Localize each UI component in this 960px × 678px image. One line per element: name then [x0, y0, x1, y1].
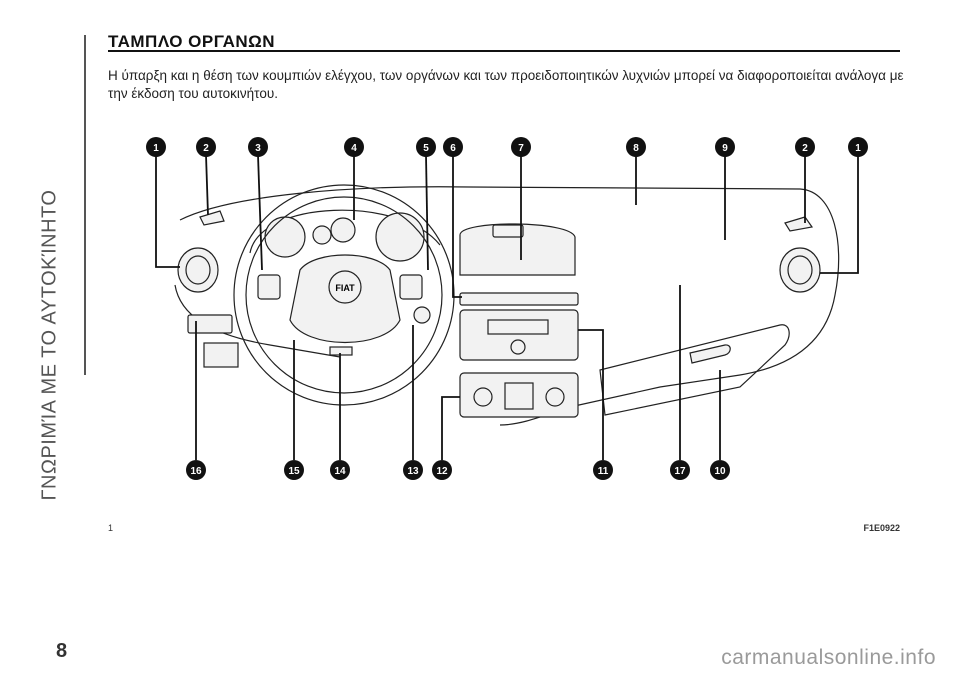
glovebox [599, 324, 790, 416]
svg-text:12: 12 [436, 466, 448, 477]
section-intro: Η ύπαρξη και η θέση των κουμπιών ελέγχου… [108, 68, 904, 101]
callout-14: 14 [330, 460, 350, 480]
svg-text:2: 2 [203, 143, 209, 154]
callout-2-right: 2 [795, 137, 815, 157]
callout-10: 10 [710, 460, 730, 480]
climate-control-panel [459, 372, 579, 418]
watermark: carmanualsonline.info [721, 646, 936, 669]
svg-text:11: 11 [598, 466, 609, 477]
left-switch-panel [187, 314, 233, 334]
svg-text:7: 7 [518, 143, 524, 154]
callout-2-left: 2 [196, 137, 216, 157]
callout-11: 11 [593, 460, 613, 480]
callout-9: 9 [715, 137, 735, 157]
climate-center-display [504, 382, 534, 410]
left-air-vent-inner [185, 255, 211, 285]
ignition-switch [413, 306, 431, 324]
svg-text:4: 4 [351, 143, 357, 154]
center-gauge [330, 217, 356, 243]
radio-knob [510, 339, 526, 355]
horn-pad [329, 346, 353, 356]
svg-text:16: 16 [190, 466, 202, 477]
left-side-vent [199, 210, 225, 226]
svg-text:1: 1 [153, 143, 159, 154]
dashboard-figure: FIAT 1 2 3 4 5 [146, 137, 868, 480]
heading-divider [108, 50, 900, 52]
right-wheel-controls [399, 274, 423, 300]
callout-leaders [155, 154, 859, 460]
callout-4: 4 [344, 137, 364, 157]
rev-counter [264, 216, 306, 258]
page-number: 8 [56, 640, 68, 662]
right-air-vent-inner [787, 255, 813, 285]
radio-unit [459, 309, 579, 361]
figure-code: F1E0922 [863, 523, 900, 533]
figure-number: 1 [108, 523, 114, 533]
callout-17: 17 [670, 460, 690, 480]
steering-wheel-rim-inner [245, 196, 443, 394]
callout-12: 12 [432, 460, 452, 480]
center-gauge-small [312, 225, 332, 245]
callout-13: 13 [403, 460, 423, 480]
left-wheel-controls [257, 274, 281, 300]
svg-text:6: 6 [450, 143, 456, 154]
center-vents [459, 223, 576, 276]
svg-text:2: 2 [802, 143, 808, 154]
climate-left-knob [473, 387, 493, 407]
callout-1-left: 1 [146, 137, 166, 157]
svg-text:13: 13 [407, 466, 419, 477]
svg-text:5: 5 [423, 143, 429, 154]
steering-wheel-rim [233, 184, 455, 406]
fiat-logo [328, 270, 362, 304]
right-air-vent [779, 247, 821, 293]
callout-5: 5 [416, 137, 436, 157]
svg-text:15: 15 [288, 466, 300, 477]
svg-text:17: 17 [674, 466, 686, 477]
fiat-logo-text: FIAT [335, 283, 355, 293]
right-side-vent [784, 216, 814, 232]
callout-6: 6 [443, 137, 463, 157]
chapter-title-text: ΓΝΩΡΙΜΊΑ ΜΕ ΤΟ ΑΥΤΟΚΊΝΗΤΟ [38, 189, 61, 501]
callout-15: 15 [284, 460, 304, 480]
section-heading: ΤΑΜΠΛΟ ΟΡΓΑΝΩΝ [108, 32, 276, 51]
climate-right-knob [545, 387, 565, 407]
svg-text:3: 3 [255, 143, 261, 154]
steering-wheel-hub [289, 254, 401, 343]
left-air-vent [177, 247, 219, 293]
hazard-button-strip [459, 292, 579, 306]
callout-16: 16 [186, 460, 206, 480]
callout-8: 8 [626, 137, 646, 157]
svg-text:10: 10 [714, 466, 726, 477]
radio-display [487, 319, 549, 335]
callout-3: 3 [248, 137, 268, 157]
svg-text:14: 14 [334, 466, 346, 477]
svg-text:8: 8 [633, 143, 639, 154]
left-lower-panel [203, 342, 239, 368]
callout-1-right: 1 [848, 137, 868, 157]
callout-7: 7 [511, 137, 531, 157]
center-display-hood [492, 224, 524, 238]
glovebox-handle [689, 344, 731, 364]
speedometer [375, 212, 425, 262]
chapter-divider [84, 35, 86, 375]
svg-text:9: 9 [722, 143, 728, 154]
svg-text:1: 1 [855, 143, 861, 154]
